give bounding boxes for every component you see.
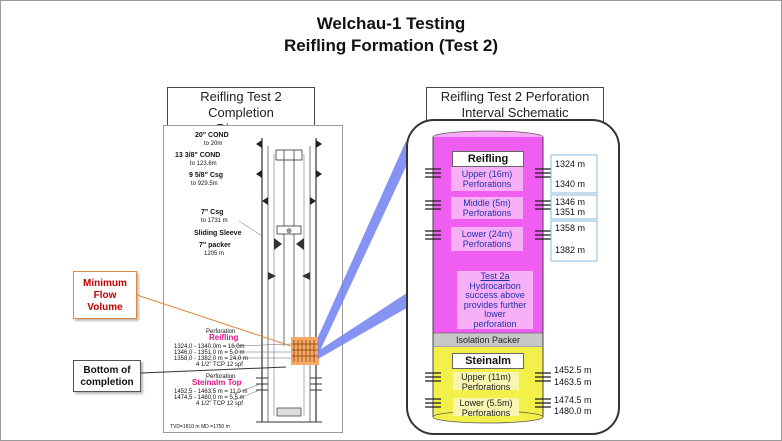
bottom-line1: Bottom of xyxy=(83,365,131,376)
depth-1340: 1340 m xyxy=(555,179,586,189)
perf1-line-3: 1358,0 - 1382,0 m = 24,0 m xyxy=(174,356,248,362)
test-2a-line-4: lower xyxy=(484,309,506,319)
slide-subtitle: Reifling Formation (Test 2) xyxy=(283,36,499,55)
steinalm-header: Steinalm xyxy=(452,353,524,369)
test-2a-line-5: perforation xyxy=(473,318,517,329)
zoom-wedge-lower xyxy=(318,291,410,359)
depth-1346: 1346 m xyxy=(555,197,586,207)
middle-perf-label: Middle (5m) Perforations xyxy=(451,198,523,218)
slide-title: Welchau-1 Testing xyxy=(316,14,466,33)
isolation-packer-label: Isolation Packer xyxy=(455,335,521,345)
bottom-of-completion-callout: Bottom of completion xyxy=(73,360,141,392)
depth-1382: 1382 m xyxy=(555,245,586,255)
perf1-name: Reifling xyxy=(209,333,239,342)
perf1-line-1: 1324,0 - 1340,0m = 16,0m xyxy=(174,344,245,350)
middle-perf-line2: Perforations xyxy=(462,208,512,218)
depth-1480: 1480.0 m xyxy=(554,406,592,416)
upper-perf-line2: Perforations xyxy=(462,179,512,189)
middle-perf-line1: Middle (5m) xyxy=(463,198,511,208)
csg-7-depth: to 1731 m xyxy=(201,218,228,224)
csg-9-label: 9 5/8" Csg xyxy=(189,172,224,179)
left-caption-line1: Reifling Test 2 Completion xyxy=(200,89,282,120)
perf2-line-3: 4 1/2" TCP 12 spf xyxy=(196,401,243,407)
cond-20-label: 20" COND xyxy=(195,132,229,139)
steinalm-upper-line1: Upper (11m) xyxy=(461,372,511,382)
steinalm-upper-line2: Perforations xyxy=(461,382,511,392)
svg-text:⊕: ⊕ xyxy=(286,228,292,235)
cond-13-label: 13 3/8" COND xyxy=(175,152,221,159)
perf2-name: Steinalm Top xyxy=(192,378,242,387)
min-flow-volume-callout: Minimum Flow Volume xyxy=(73,271,137,319)
perforation-schematic: Reifling Upper (16m) Perforations Middle… xyxy=(406,119,620,435)
cond-20-depth: to 20m xyxy=(204,141,223,147)
bottom-line2: completion xyxy=(80,377,134,388)
min-flow-line1: Minimum xyxy=(83,278,127,289)
perf2-heading: Perforation xyxy=(206,374,236,380)
packer-label: 7" packer xyxy=(199,242,231,249)
upper-perf-line1: Upper (16m) xyxy=(461,169,513,179)
depth-1351: 1351 m xyxy=(555,207,586,217)
lower-perf-label: Lower (24m) Perforations xyxy=(451,229,523,249)
test-2a-line-2: success above xyxy=(465,290,525,300)
perf2-line-1: 1452,5 - 1463,5 m = 11,0 m xyxy=(174,389,248,395)
lower-perf-line1: Lower (24m) xyxy=(461,229,513,239)
test-2a-line-1: Hydrocarbon xyxy=(469,280,521,291)
depth-1324: 1324 m xyxy=(555,159,586,169)
test-2a-line-3: provides further xyxy=(463,299,527,310)
schematic-graphic xyxy=(425,130,598,424)
test-2a-note: Test 2a Hydrocarbon success above provid… xyxy=(457,271,533,329)
well-schematic-graphic: ⊕ xyxy=(233,138,322,423)
depth-1358: 1358 m xyxy=(555,223,586,233)
upper-perf-label: Upper (16m) Perforations xyxy=(451,169,523,189)
min-flow-line2: Flow xyxy=(93,290,117,301)
lower-perf-line2: Perforations xyxy=(462,239,512,249)
reifling-header: Reifling xyxy=(452,151,524,167)
packer-depth: 1205 m xyxy=(204,251,225,257)
depth-1474: 1474.5 m xyxy=(554,395,592,405)
perf1-line-4: 4 1/2" TCP 12 spf xyxy=(196,362,243,368)
zoom-wedge xyxy=(318,141,410,355)
test-2a-heading: Test 2a xyxy=(480,271,510,281)
steinalm-lower-line1: Lower (5.5m) xyxy=(459,398,513,408)
perf1-heading: Perforation xyxy=(206,329,236,335)
perf1-line-2: 1346,0 - 1351,0 m = 5,0 m xyxy=(174,350,245,356)
csg-7-label: 7" Csg xyxy=(201,209,224,216)
right-caption-line2: Interval Schematic xyxy=(461,105,569,120)
right-caption-line1: Reifling Test 2 Perforation xyxy=(440,89,590,104)
csg-9-depth: to 929.5m xyxy=(191,181,218,187)
steinalm-lower-line2: Perforations xyxy=(461,408,511,418)
cond-13-depth: to 123.6m xyxy=(190,161,217,167)
sliding-sleeve-label: Sliding Sleeve xyxy=(194,230,242,237)
depth-1463: 1463.5 m xyxy=(554,377,592,387)
completion-diagram: ⊕ xyxy=(163,125,343,433)
steinalm-lower-label: Lower (5.5m) Perforations xyxy=(453,398,519,418)
steinalm-upper-label: Upper (11m) Perforations xyxy=(453,372,519,392)
well-footer: TVD=1810 m MD =1750 m xyxy=(170,424,230,430)
min-flow-line3: Volume xyxy=(87,302,123,313)
perf2-line-2: 1474,5 - 1480,0 m = 5,5 m xyxy=(174,395,245,401)
depth-1452: 1452.5 m xyxy=(554,365,592,375)
